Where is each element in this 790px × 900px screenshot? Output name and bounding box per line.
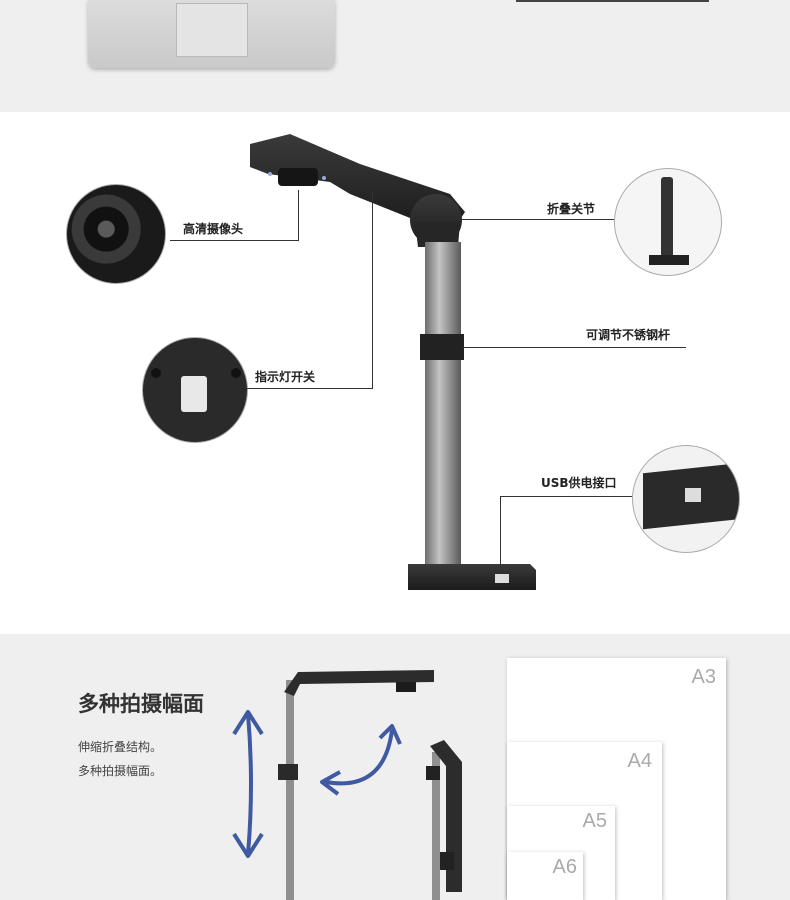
top-divider-bar: [516, 0, 709, 2]
usb-callout-label: USB供电接口: [541, 476, 617, 490]
feature-line-2: 多种拍摄幅面。: [78, 764, 163, 778]
camera-callout-line-vertical: [298, 190, 299, 241]
usb-callout-line: [500, 496, 632, 497]
fold-joint-callout-line: [462, 219, 614, 220]
camera-lens-zoom-image: [66, 184, 166, 284]
telescoping-arrow-icon: [246, 713, 253, 855]
rod-callout-line: [462, 347, 686, 348]
laptop-image: [88, 0, 335, 68]
light-switch-callout-label: 指示灯开关: [255, 370, 316, 384]
paper-a3-label: A3: [691, 666, 716, 688]
usb-callout-line-vertical: [500, 496, 501, 572]
paper-a5-label: A5: [582, 810, 607, 832]
top-section: [0, 0, 790, 112]
rotation-arrow-icon: [325, 729, 394, 786]
usb-port-zoom-image: [632, 445, 740, 553]
fold-joint-callout-label: 折叠关节: [547, 202, 596, 216]
section-divider: [0, 612, 790, 634]
camera-callout-label: 高清摄像头: [183, 222, 244, 236]
paper-a4-label: A4: [627, 750, 652, 772]
light-switch-callout-line: [247, 388, 373, 389]
paper-a6-label: A6: [552, 856, 577, 878]
rod-callout-label: 可调节不锈钢杆: [586, 328, 671, 342]
feature-title: 多种拍摄幅面: [78, 692, 204, 716]
formats-section: 多种拍摄幅面 伸缩折叠结构。 多种拍摄幅面。 A3 A4 A5 A6: [0, 634, 790, 900]
document-camera-illustration: [250, 134, 536, 590]
product-anatomy-section: 高清摄像头 折叠关节 可调节不锈钢杆 指示灯开关 USB供电接口: [0, 112, 790, 612]
switch-zoom-image: [142, 337, 248, 443]
laptop-touchpad: [176, 3, 248, 57]
feature-line-1: 伸缩折叠结构。: [78, 740, 163, 754]
folded-device-zoom-image: [614, 168, 722, 276]
camera-callout-line: [170, 240, 299, 241]
paper-a6: A6: [507, 852, 583, 900]
light-switch-callout-line-vertical: [372, 192, 373, 389]
extension-illustration: [232, 670, 462, 900]
